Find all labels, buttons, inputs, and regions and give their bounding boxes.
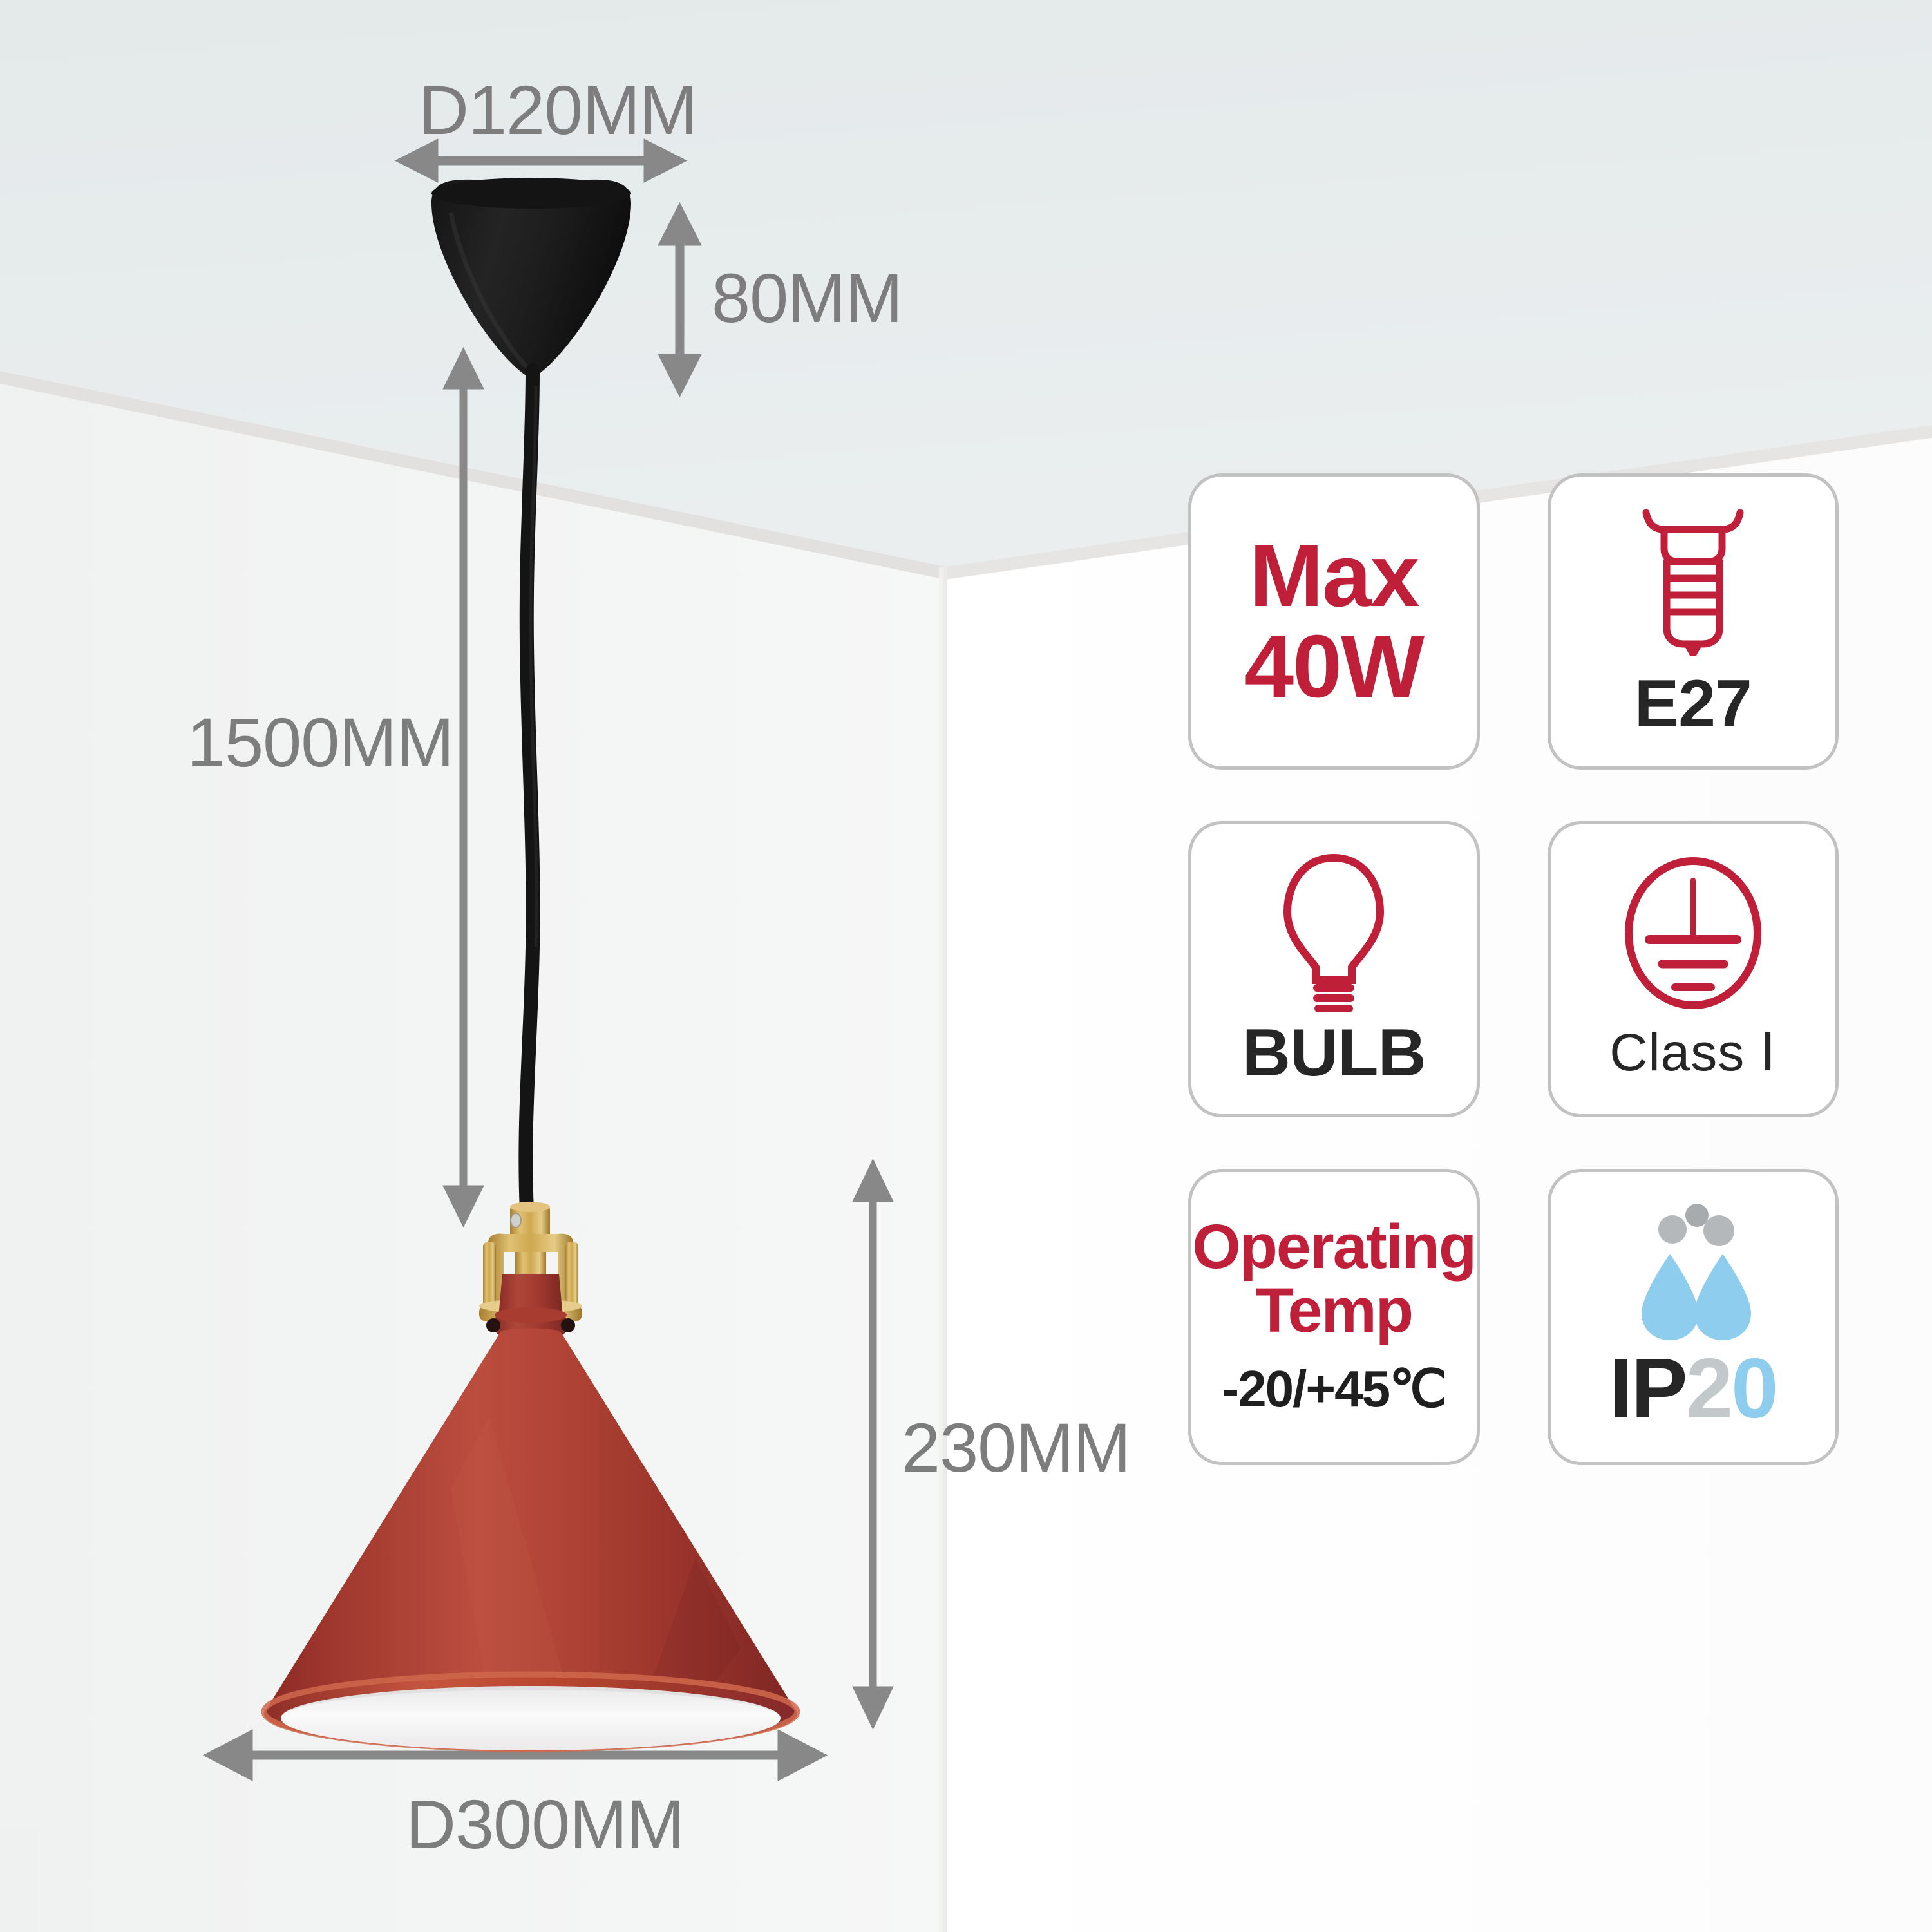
badge-ingress-protection[interactable]: IP20: [1547, 1169, 1839, 1465]
badge-max-wattage[interactable]: Max 40W: [1188, 473, 1480, 770]
max-wattage-line2: 40W: [1244, 617, 1425, 716]
ip-digit-2: 0: [1731, 1340, 1778, 1435]
specification-badge-grid: Max 40W E27: [1188, 473, 1839, 1465]
suspension-cord: [518, 363, 540, 1218]
arrow-canopy-height: [658, 202, 702, 398]
ceiling-plane: [0, 0, 1932, 567]
dimension-label-drop-length: 1500MM: [187, 703, 454, 781]
water-droplets-icon: [1622, 1203, 1764, 1342]
badge-operating-temp[interactable]: Operating Temp -20/+45℃: [1188, 1169, 1480, 1465]
lamp-shade: [261, 1328, 800, 1752]
badge-safety-class[interactable]: Class Ⅰ: [1547, 821, 1839, 1117]
ip-prefix: IP: [1609, 1340, 1688, 1435]
earth-ground-icon: [1616, 856, 1770, 1017]
bulb-label: BULB: [1242, 1015, 1426, 1090]
lamp-base-label: E27: [1634, 666, 1752, 741]
arrow-shade-diameter: [202, 1729, 828, 1781]
arrow-canopy-diameter: [394, 138, 688, 183]
operating-temp-line2: Temp: [1255, 1274, 1414, 1345]
e27-screw-base-icon: [1619, 501, 1767, 662]
dimension-label-canopy-height: 80MM: [712, 259, 903, 337]
operating-temp-value: -20/+45℃: [1222, 1360, 1447, 1418]
operating-temp-line1: Operating: [1192, 1211, 1476, 1282]
dimension-label-canopy-diameter: D120MM: [419, 71, 697, 149]
arrow-shade-height: [852, 1158, 894, 1730]
dimension-label-shade-height: 230MM: [902, 1408, 1131, 1486]
badge-lamp-base[interactable]: E27: [1547, 473, 1839, 770]
arrow-drop-length: [442, 346, 484, 1228]
light-bulb-icon: [1269, 848, 1398, 1012]
ip-rating-text: IP20: [1609, 1345, 1779, 1431]
safety-class-label: Class Ⅰ: [1609, 1023, 1777, 1082]
max-wattage-line1: Max: [1249, 526, 1419, 626]
dimension-label-shade-diameter: D300MM: [406, 1785, 685, 1863]
wall-corner-line: [943, 567, 947, 1932]
left-wall-plane: [0, 384, 945, 1932]
ceiling-canopy: [431, 178, 631, 379]
badge-bulb[interactable]: BULB: [1188, 821, 1480, 1117]
ip-digit-1: 2: [1685, 1340, 1733, 1435]
